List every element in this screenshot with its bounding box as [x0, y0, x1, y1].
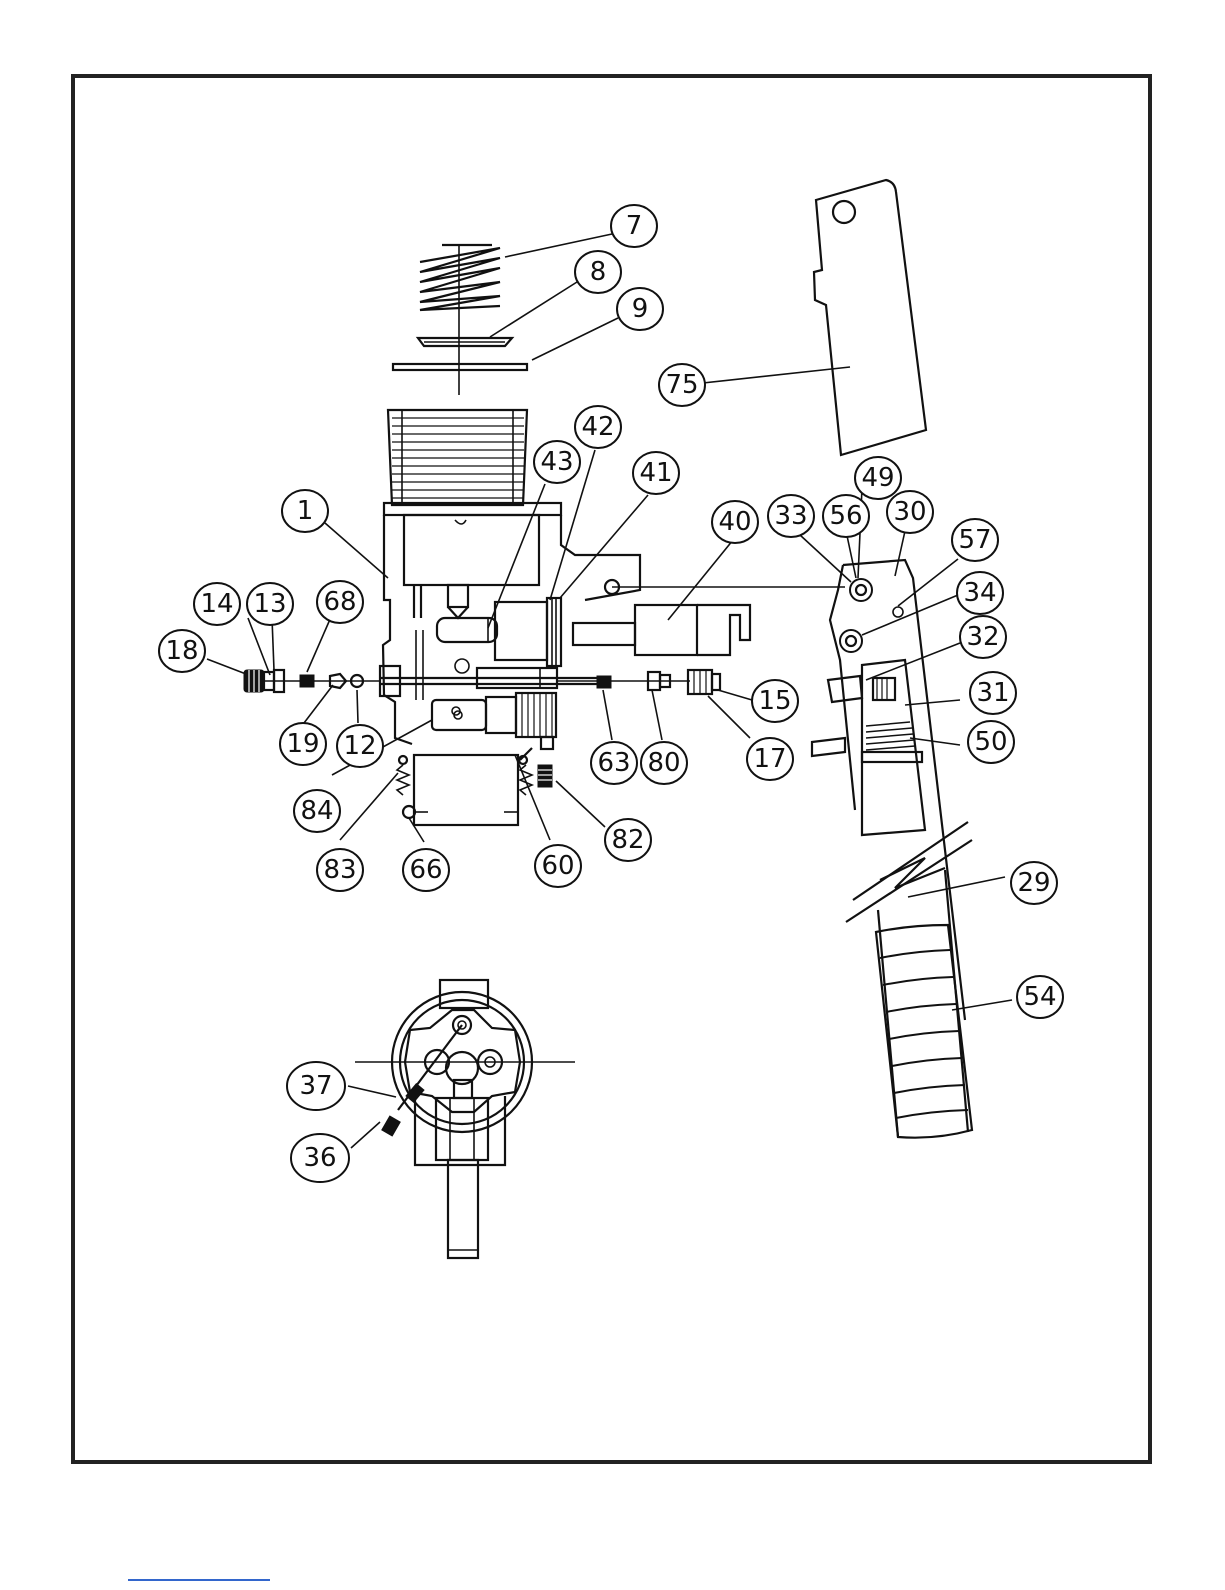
callout-41: 41	[633, 452, 679, 494]
callout-14: 14	[194, 583, 240, 625]
lever-arm	[812, 560, 972, 1138]
piston-part-40	[573, 587, 845, 655]
callout-75: 75	[659, 364, 705, 406]
callout-63: 63	[591, 742, 637, 784]
callout-9: 9	[617, 288, 663, 330]
svg-text:37: 37	[299, 1071, 332, 1101]
svg-text:75: 75	[665, 370, 698, 400]
callout-15: 15	[752, 680, 798, 722]
svg-text:1: 1	[297, 496, 314, 526]
spring-assembly	[393, 245, 527, 395]
svg-text:31: 31	[976, 678, 1009, 708]
callout-42: 42	[575, 406, 621, 448]
callout-50: 50	[968, 721, 1014, 763]
callout-84: 84	[294, 790, 340, 832]
callout-57: 57	[952, 519, 998, 561]
svg-text:36: 36	[303, 1143, 336, 1173]
callout-29: 29	[1011, 862, 1057, 904]
callout-83: 83	[317, 849, 363, 891]
callout-80: 80	[641, 742, 687, 784]
callout-49: 49	[855, 457, 901, 499]
svg-text:43: 43	[540, 447, 573, 477]
svg-text:33: 33	[774, 501, 807, 531]
svg-text:80: 80	[647, 748, 680, 778]
svg-text:19: 19	[286, 729, 319, 759]
svg-text:30: 30	[893, 497, 926, 527]
callout-32: 32	[960, 616, 1006, 658]
svg-text:49: 49	[861, 463, 894, 493]
callout-43: 43	[534, 441, 580, 483]
svg-text:9: 9	[632, 294, 649, 324]
svg-text:13: 13	[253, 589, 286, 619]
svg-text:56: 56	[829, 501, 862, 531]
callout-54: 54	[1017, 976, 1063, 1018]
callout-60: 60	[535, 845, 581, 887]
callout-13: 13	[247, 583, 293, 625]
svg-text:8: 8	[590, 257, 607, 287]
callout-68: 68	[317, 581, 363, 623]
inlet-fittings	[244, 670, 380, 692]
svg-text:15: 15	[758, 686, 791, 716]
callout-12: 12	[337, 725, 383, 767]
svg-text:68: 68	[323, 587, 356, 617]
svg-text:14: 14	[200, 589, 233, 619]
svg-text:50: 50	[974, 727, 1007, 757]
svg-text:57: 57	[958, 525, 991, 555]
callout-34: 34	[957, 572, 1003, 614]
callout-33: 33	[768, 495, 814, 537]
svg-text:12: 12	[343, 731, 376, 761]
handle-part-75	[814, 180, 926, 455]
cylinder-fins	[392, 418, 524, 498]
callout-66: 66	[403, 849, 449, 891]
outlet-fittings	[557, 670, 720, 694]
svg-text:82: 82	[611, 825, 644, 855]
callout-40: 40	[712, 501, 758, 543]
callout-19: 19	[280, 723, 326, 765]
svg-text:29: 29	[1017, 868, 1050, 898]
callout-36: 36	[291, 1134, 349, 1182]
callout-1: 1	[282, 490, 328, 532]
callout-56: 56	[823, 495, 869, 537]
callout-37: 37	[287, 1062, 345, 1110]
callout-17: 17	[747, 738, 793, 780]
end-view	[355, 980, 575, 1258]
set-screw-82	[538, 765, 552, 787]
callout-82: 82	[605, 819, 651, 861]
callout-18: 18	[159, 630, 205, 672]
svg-text:7: 7	[626, 211, 643, 241]
svg-text:17: 17	[753, 744, 786, 774]
svg-text:63: 63	[597, 748, 630, 778]
svg-text:42: 42	[581, 412, 614, 442]
svg-text:84: 84	[300, 796, 333, 826]
svg-text:54: 54	[1023, 982, 1056, 1012]
lower-springs	[397, 756, 532, 818]
svg-text:41: 41	[639, 458, 672, 488]
svg-text:66: 66	[409, 855, 442, 885]
callout-7: 7	[611, 205, 657, 247]
callout-30: 30	[887, 491, 933, 533]
svg-text:60: 60	[541, 851, 574, 881]
svg-text:83: 83	[323, 855, 356, 885]
svg-text:40: 40	[718, 507, 751, 537]
svg-text:32: 32	[966, 622, 999, 652]
callout-31: 31	[970, 672, 1016, 714]
callout-8: 8	[575, 251, 621, 293]
svg-text:34: 34	[963, 578, 996, 608]
svg-text:18: 18	[165, 636, 198, 666]
